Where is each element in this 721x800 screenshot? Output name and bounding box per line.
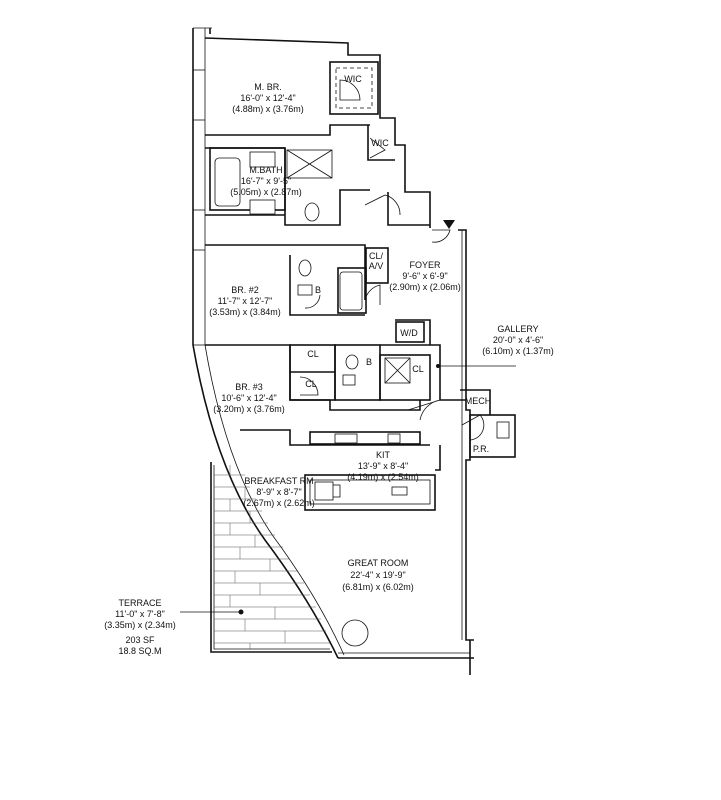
great-room-dims-metric: (6.81m) x (6.02m): [342, 582, 414, 592]
interior-walls: [205, 61, 516, 511]
breakfast-room-dims-metric: (2.67m) x (2.62m): [243, 498, 315, 508]
bedroom-2-dims-imperial: 11'-7" x 12'-7": [218, 296, 273, 306]
entry-marker: [443, 220, 455, 229]
kitchen-name: KIT: [376, 450, 391, 460]
master-bath-dims-metric: (5.05m) x (2.87m): [230, 187, 302, 197]
terrace: [180, 462, 332, 653]
master-bath-name: M.BATH: [249, 165, 282, 175]
cl-av-label: CL/: [369, 251, 384, 261]
bedroom-2-dims-metric: (3.53m) x (3.84m): [209, 307, 281, 317]
powder-room-label: P.R.: [473, 444, 489, 454]
master-bath-dims-imperial: 16'-7" x 9'-5": [241, 176, 291, 186]
room-labels: M. BR. 16'-0" x 12'-4" (4.88m) x (3.76m)…: [104, 82, 554, 656]
wic-label-1: WIC: [344, 74, 362, 84]
toilet-2: [298, 259, 312, 277]
gallery-dims-metric: (6.10m) x (1.37m): [482, 346, 554, 356]
closet-label-1: CL: [307, 349, 319, 359]
bath-3-label: B: [366, 357, 372, 367]
terrace-area-sf: 203 SF: [125, 635, 155, 645]
wd-label: W/D: [400, 328, 418, 338]
terrace-dims-metric: (3.35m) x (2.34m): [104, 620, 176, 630]
gallery-name: GALLERY: [497, 324, 538, 334]
terrace-name: TERRACE: [118, 598, 161, 608]
breakfast-room-dims-imperial: 8'-9" x 8'-7": [256, 487, 301, 497]
mech-label: MECH: [465, 396, 492, 406]
master-bedroom-dims-metric: (4.88m) x (3.76m): [232, 104, 304, 114]
gallery-dims-imperial: 20'-0" x 4'-6": [493, 335, 543, 345]
bedroom-2-name: BR. #2: [231, 285, 259, 295]
toilet-3: [345, 354, 359, 370]
toilet: [304, 202, 320, 222]
foyer-dims-imperial: 9'-6" x 6'-9": [402, 271, 447, 281]
bathtub-2: [339, 271, 363, 311]
bathtub: [214, 157, 241, 207]
great-room-name: GREAT ROOM: [348, 558, 409, 568]
bedroom-3-name: BR. #3: [235, 382, 263, 392]
bedroom-3-dims-metric: (3.20m) x (3.76m): [213, 404, 285, 414]
closet-label-2: CL: [305, 379, 317, 389]
cl-av-label-2: A/V: [369, 261, 384, 271]
bedroom-3-dims-imperial: 10'-6" x 12'-4": [221, 393, 276, 403]
great-room-dims-imperial: 22'-4" x 19'-9": [350, 570, 405, 580]
cooktop: [334, 433, 358, 444]
round-table: [341, 619, 369, 647]
kitchen-dims-imperial: 13'-9" x 8'-4": [358, 461, 408, 471]
master-bedroom-name: M. BR.: [254, 82, 282, 92]
kitchen-dims-metric: (4.19m) x (2.54m): [347, 472, 419, 482]
closet-label-3: CL: [412, 364, 424, 374]
doors: [299, 79, 485, 441]
fixtures: [214, 149, 510, 647]
foyer-dims-metric: (2.90m) x (2.06m): [389, 282, 461, 292]
wic-label-2: WIC: [371, 138, 389, 148]
breakfast-room-name: BREAKFAST RM: [244, 476, 313, 486]
terrace-area-sqm: 18.8 SQ.M: [118, 646, 161, 656]
foyer-name: FOYER: [409, 260, 441, 270]
master-bedroom-dims-imperial: 16'-0" x 12'-4": [240, 93, 295, 103]
terrace-dims-imperial: 11'-0" x 7'-8": [115, 609, 165, 619]
bath-2-label: B: [315, 285, 321, 295]
small-labels: WIC WIC CL/ A/V W/D MECH P.R. CL CL CL B…: [305, 74, 491, 454]
